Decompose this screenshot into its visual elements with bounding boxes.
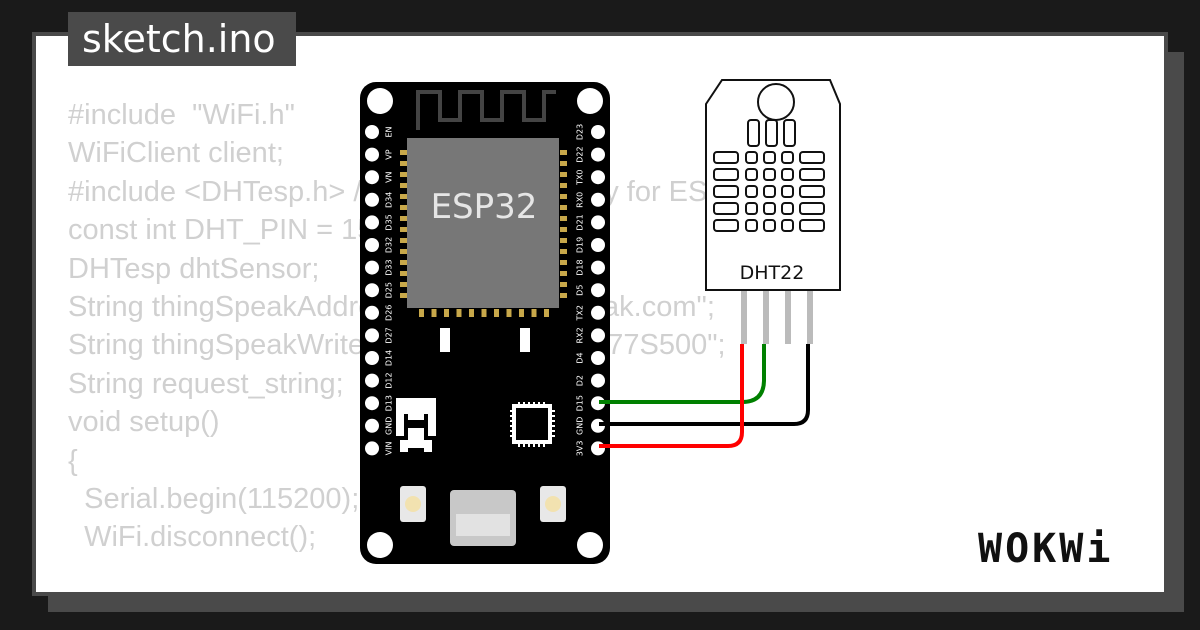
pin-label-d2: D2 bbox=[576, 375, 585, 386]
pin-hole-3v3[interactable] bbox=[591, 441, 605, 456]
antenna-trace bbox=[416, 90, 556, 130]
sensor-leg bbox=[763, 290, 769, 344]
pin-hole-en[interactable] bbox=[365, 125, 379, 139]
usb-connector bbox=[450, 490, 516, 546]
pin-hole-d22[interactable] bbox=[591, 147, 605, 162]
pin-hole-d27[interactable] bbox=[365, 328, 379, 343]
pin-label-rx0: RX0 bbox=[576, 192, 585, 208]
pin-label-d4: D4 bbox=[576, 352, 585, 363]
mount-hole bbox=[577, 532, 603, 558]
dht22-sensor[interactable]: DHT22 bbox=[705, 79, 841, 344]
pin-label-d14: D14 bbox=[385, 350, 394, 366]
module-pads bbox=[400, 150, 567, 317]
pin-label-d13: D13 bbox=[385, 395, 394, 411]
wokwi-logo: WOKWi bbox=[978, 526, 1114, 572]
reset-button[interactable] bbox=[540, 486, 566, 522]
pin-label-d21: D21 bbox=[576, 214, 585, 230]
pin-label-d25: D25 bbox=[385, 282, 394, 298]
pin-hole-rx0[interactable] bbox=[591, 192, 605, 207]
pin-hole-d4[interactable] bbox=[591, 351, 605, 365]
pin-hole-rx2[interactable] bbox=[591, 328, 605, 343]
pin-label-d22: D22 bbox=[576, 146, 585, 162]
pin-label-d12: D12 bbox=[385, 372, 394, 388]
pin-label-d33: D33 bbox=[385, 259, 394, 275]
wires bbox=[599, 344, 810, 448]
pin-hole-d32[interactable] bbox=[365, 238, 379, 252]
code-line: WiFi.disconnect(); bbox=[68, 521, 317, 554]
pin-hole-d34[interactable] bbox=[365, 192, 379, 207]
pin-label-tx0: TX0 bbox=[576, 169, 585, 185]
usb-uart-chip bbox=[510, 402, 555, 447]
pin-hole-d12[interactable] bbox=[365, 373, 379, 388]
pin-label-d34: D34 bbox=[385, 192, 394, 208]
pin-label-d26: D26 bbox=[385, 305, 394, 321]
pin-label-d15: D15 bbox=[576, 395, 585, 411]
smd-led bbox=[440, 328, 450, 352]
sensor-leg bbox=[807, 290, 813, 344]
pin-label-rx2: RX2 bbox=[576, 327, 585, 343]
mount-hole bbox=[367, 532, 393, 558]
pin-hole-tx0[interactable] bbox=[591, 170, 605, 185]
pin-hole-vin[interactable] bbox=[365, 441, 379, 456]
sensor-leg bbox=[785, 290, 791, 344]
code-line: Serial.begin(115200); bbox=[68, 483, 360, 516]
pin-hole-tx2[interactable] bbox=[591, 305, 605, 320]
code-line: String request_string; bbox=[68, 367, 344, 400]
mount-hole bbox=[577, 88, 603, 114]
pin-hole-d15[interactable] bbox=[591, 396, 605, 411]
pin-label-d32: D32 bbox=[385, 237, 394, 253]
board-label: ESP32 bbox=[431, 187, 538, 227]
pin-hole-vn[interactable] bbox=[365, 170, 379, 185]
code-line: #include "WiFi.h" bbox=[68, 99, 295, 131]
pin-hole-d5[interactable] bbox=[591, 283, 605, 298]
code-line: WiFiClient client; bbox=[68, 137, 284, 170]
pin-hole-d18[interactable] bbox=[591, 260, 605, 275]
code-line: { bbox=[68, 444, 78, 477]
sketch-title: sketch.ino bbox=[68, 12, 296, 66]
pin-hole-d13[interactable] bbox=[365, 396, 379, 411]
sensor-body bbox=[705, 79, 841, 291]
pin-label-d5: D5 bbox=[576, 285, 585, 296]
pin-hole-d21[interactable] bbox=[591, 215, 605, 230]
module-shield bbox=[407, 138, 559, 308]
pin-label-d18: D18 bbox=[576, 259, 585, 275]
pin-hole-vp[interactable] bbox=[365, 147, 379, 162]
pin-hole-d25[interactable] bbox=[365, 283, 379, 298]
pin-label-vp: VP bbox=[385, 149, 394, 159]
pin-label-vn: VN bbox=[385, 171, 394, 182]
sensor-vent-grid bbox=[713, 119, 825, 232]
pin-hole-d26[interactable] bbox=[365, 305, 379, 320]
pin-hole-d2[interactable] bbox=[591, 373, 605, 388]
code-line: void setup() bbox=[68, 406, 220, 439]
sensor-label: DHT22 bbox=[740, 262, 805, 284]
pin-hole-d19[interactable] bbox=[591, 238, 605, 252]
pin-hole-d33[interactable] bbox=[365, 260, 379, 275]
pin-label-d35: D35 bbox=[385, 214, 394, 230]
pin-hole-d35[interactable] bbox=[365, 215, 379, 230]
pin-label-d19: D19 bbox=[576, 237, 585, 253]
smd-led bbox=[520, 328, 530, 352]
pin-label-d23: D23 bbox=[576, 124, 585, 140]
pin-label-d27: D27 bbox=[385, 327, 394, 343]
mount-hole bbox=[367, 88, 393, 114]
wire-gnd[interactable] bbox=[599, 344, 810, 426]
pin-hole-gnd[interactable] bbox=[365, 418, 379, 433]
wire-d15-data[interactable] bbox=[599, 344, 766, 404]
sensor-leg bbox=[741, 290, 747, 344]
pin-label-tx2: TX2 bbox=[576, 305, 585, 321]
pin-label-vin: VIN bbox=[385, 441, 394, 455]
pin-label-en: EN bbox=[385, 126, 394, 137]
boot-button[interactable] bbox=[400, 486, 426, 522]
pin-label-gnd: GND bbox=[385, 417, 394, 435]
sensor-mount-hole bbox=[757, 83, 795, 121]
pin-hole-d23[interactable] bbox=[591, 125, 605, 139]
code-line: DHTesp dhtSensor; bbox=[68, 252, 320, 285]
pin-label-gnd: GND bbox=[576, 417, 585, 435]
pin-hole-d14[interactable] bbox=[365, 351, 379, 365]
wire-3v3[interactable] bbox=[599, 344, 744, 448]
pin-label-3v3: 3V3 bbox=[576, 441, 585, 457]
